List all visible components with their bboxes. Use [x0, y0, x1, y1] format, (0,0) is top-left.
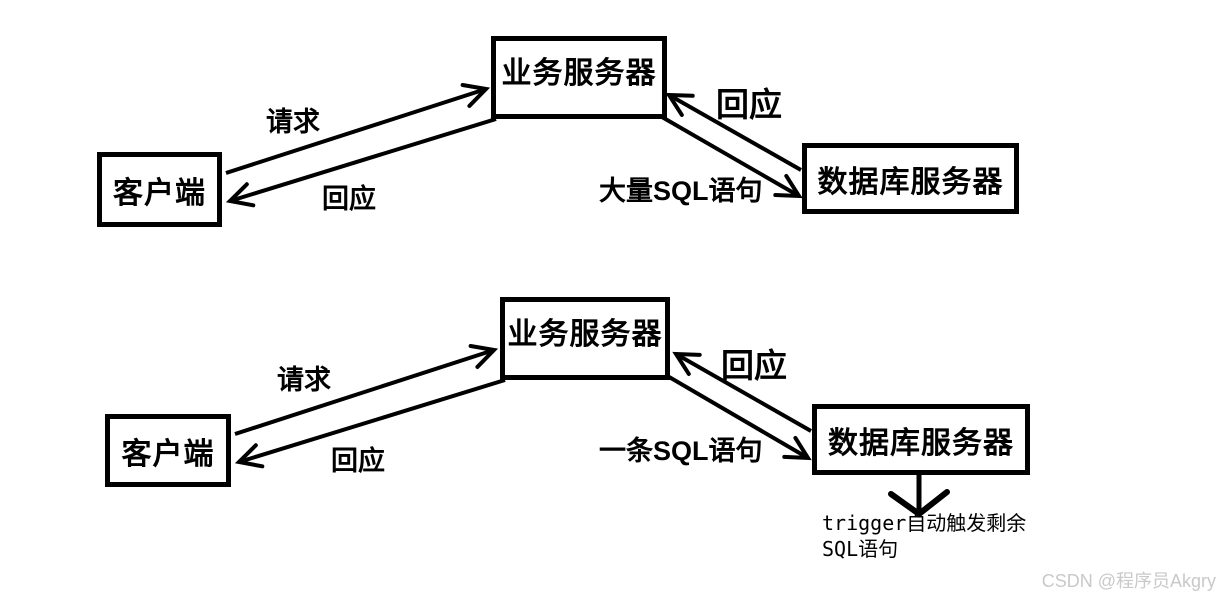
trigger-arrow-head	[888, 489, 950, 518]
bottom-sql-arrow	[662, 372, 812, 461]
top-client-box: 客户端	[97, 152, 222, 227]
bottom-app-server-label: 业务服务器	[507, 318, 663, 351]
top-db-server-box: 数据库服务器	[802, 143, 1019, 214]
bottom-response-to-client-label: 回应	[331, 446, 385, 476]
bottom-client-label: 客户端	[121, 437, 215, 471]
top-db-server-label: 数据库服务器	[817, 165, 1004, 199]
top-app-server-box: 业务服务器	[491, 36, 667, 119]
top-client-label: 客户端	[113, 176, 206, 210]
trigger-note-line2: SQL语句	[822, 537, 899, 561]
top-sql-label: 大量SQL语句	[599, 176, 763, 206]
trigger-note-line1: trigger自动触发剩余	[822, 511, 1027, 535]
top-sql-arrow	[654, 111, 803, 199]
top-request-label: 请求	[266, 107, 320, 137]
top-response-to-client-arrow	[225, 117, 497, 208]
bottom-response-to-app-label: 回应	[721, 347, 787, 384]
bottom-client-box: 客户端	[105, 414, 231, 487]
bottom-sql-label: 一条SQL语句	[599, 436, 763, 466]
bottom-app-server-box: 业务服务器	[500, 297, 670, 380]
bottom-request-label: 请求	[277, 365, 331, 395]
bottom-response-to-client-arrow	[234, 378, 506, 469]
watermark: CSDN @程序员Akgry	[1041, 571, 1216, 591]
bottom-db-server-box: 数据库服务器	[812, 404, 1030, 475]
top-app-server-label: 业务服务器	[501, 57, 657, 90]
bottom-response-to-app-arrow	[672, 351, 812, 433]
bottom-db-server-label: 数据库服务器	[828, 426, 1014, 460]
top-response-to-app-arrow	[665, 92, 802, 172]
trigger-note: trigger自动触发剩余 SQL语句	[822, 510, 1026, 562]
top-response-to-app-label: 回应	[716, 86, 782, 123]
top-request-arrow	[225, 82, 491, 175]
top-response-to-client-label: 回应	[322, 184, 376, 214]
bottom-request-arrow	[234, 344, 499, 436]
